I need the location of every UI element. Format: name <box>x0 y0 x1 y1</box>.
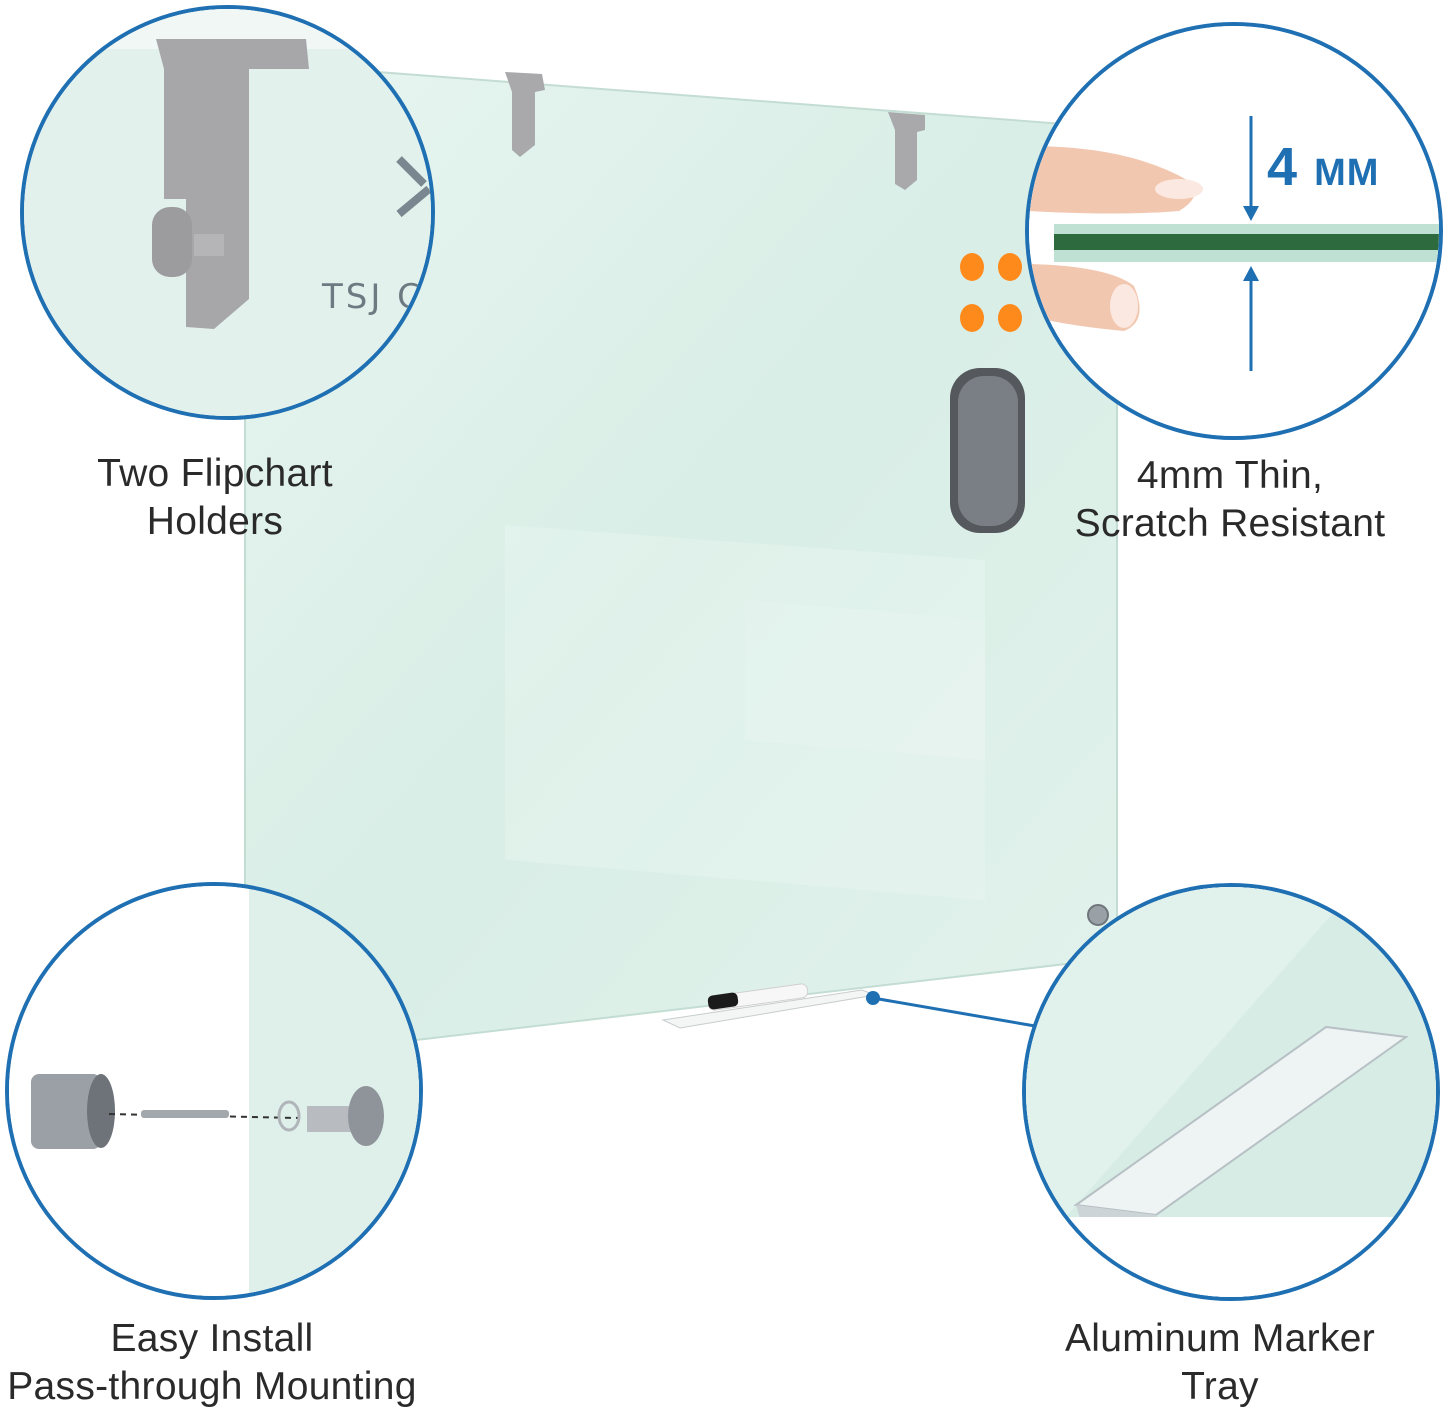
thickness-unit: MM <box>1314 152 1380 194</box>
caption-flipchart-holders: Two Flipchart Holders <box>15 450 415 546</box>
magnets <box>960 253 1022 332</box>
caption-line: 4mm Thin, <box>1136 454 1324 497</box>
caption-line: Easy Install <box>110 1317 314 1360</box>
caption-line: Holders <box>146 500 284 543</box>
callout-line <box>872 996 1036 1028</box>
caption-line: Scratch Resistant <box>1074 502 1386 545</box>
marker-tray <box>661 983 877 1029</box>
caption-line: Aluminum Marker <box>1064 1317 1376 1360</box>
flipchart-holder-left <box>505 72 545 157</box>
flipchart-holder-closeup: TSJ C <box>20 5 435 420</box>
caption-mounting: Easy Install Pass-through Mounting <box>2 1315 422 1411</box>
thickness-closeup: 4 MM <box>1025 22 1443 440</box>
caption-line: Two Flipchart <box>97 452 333 495</box>
mounting-hardware-closeup <box>5 882 423 1300</box>
caption-thickness: 4mm Thin, Scratch Resistant <box>1030 452 1430 548</box>
caption-line: Pass-through Mounting <box>7 1365 417 1408</box>
caption-line: Tray <box>1181 1365 1259 1408</box>
caption-marker-tray: Aluminum Marker Tray <box>1020 1315 1420 1411</box>
flipchart-holder-right <box>888 112 925 190</box>
glass-reflection <box>505 525 985 900</box>
marker-tray-closeup <box>1022 883 1440 1301</box>
thickness-label: 4 MM <box>1267 136 1379 198</box>
brand-mark: TSJ C <box>322 277 424 317</box>
thickness-value: 4 <box>1267 137 1299 197</box>
eraser <box>950 368 1025 533</box>
